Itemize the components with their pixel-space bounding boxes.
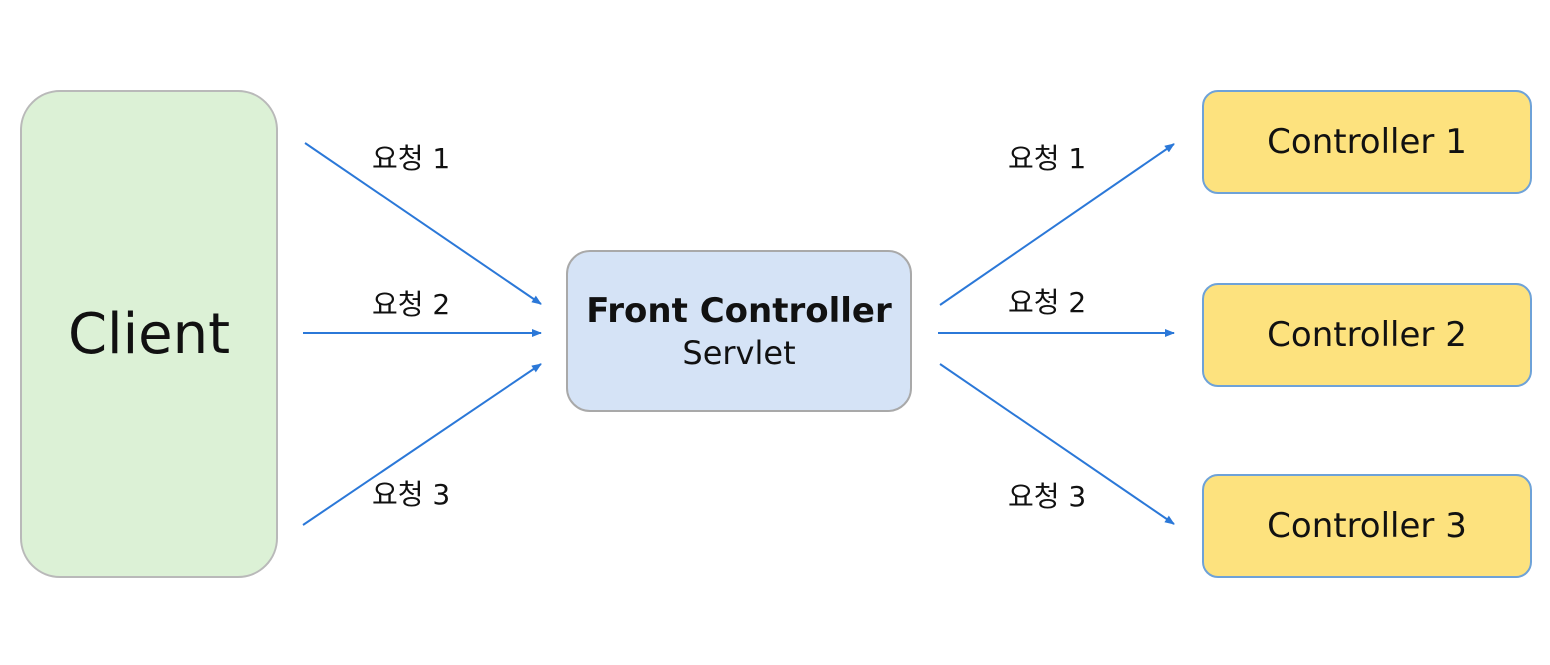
controller-2-node: Controller 2 [1202, 283, 1532, 387]
arrow-front-to-controller-1 [939, 143, 1175, 306]
controller-1-label: Controller 1 [1267, 122, 1467, 162]
front-controller-title: Front Controller [586, 291, 892, 331]
controller-1-node: Controller 1 [1202, 90, 1532, 194]
controller-3-label: Controller 3 [1267, 506, 1467, 546]
outgoing-request-2-label: 요청 2 [1008, 286, 1087, 319]
front-controller-node: Front Controller Servlet [566, 250, 912, 412]
front-controller-subtitle: Servlet [682, 334, 796, 372]
incoming-request-1-label: 요청 1 [372, 142, 451, 175]
arrow-client-to-front-1 [304, 142, 542, 305]
client-label: Client [67, 301, 231, 367]
controller-2-label: Controller 2 [1267, 315, 1467, 355]
controller-3-node: Controller 3 [1202, 474, 1532, 578]
arrow-front-to-controller-3 [939, 363, 1175, 525]
outgoing-request-3-label: 요청 3 [1008, 480, 1087, 513]
incoming-request-2-label: 요청 2 [372, 288, 451, 321]
incoming-request-3-label: 요청 3 [372, 478, 451, 511]
outgoing-request-1-label: 요청 1 [1008, 142, 1087, 175]
arrow-client-to-front-3 [302, 363, 542, 526]
client-node: Client [20, 90, 278, 578]
